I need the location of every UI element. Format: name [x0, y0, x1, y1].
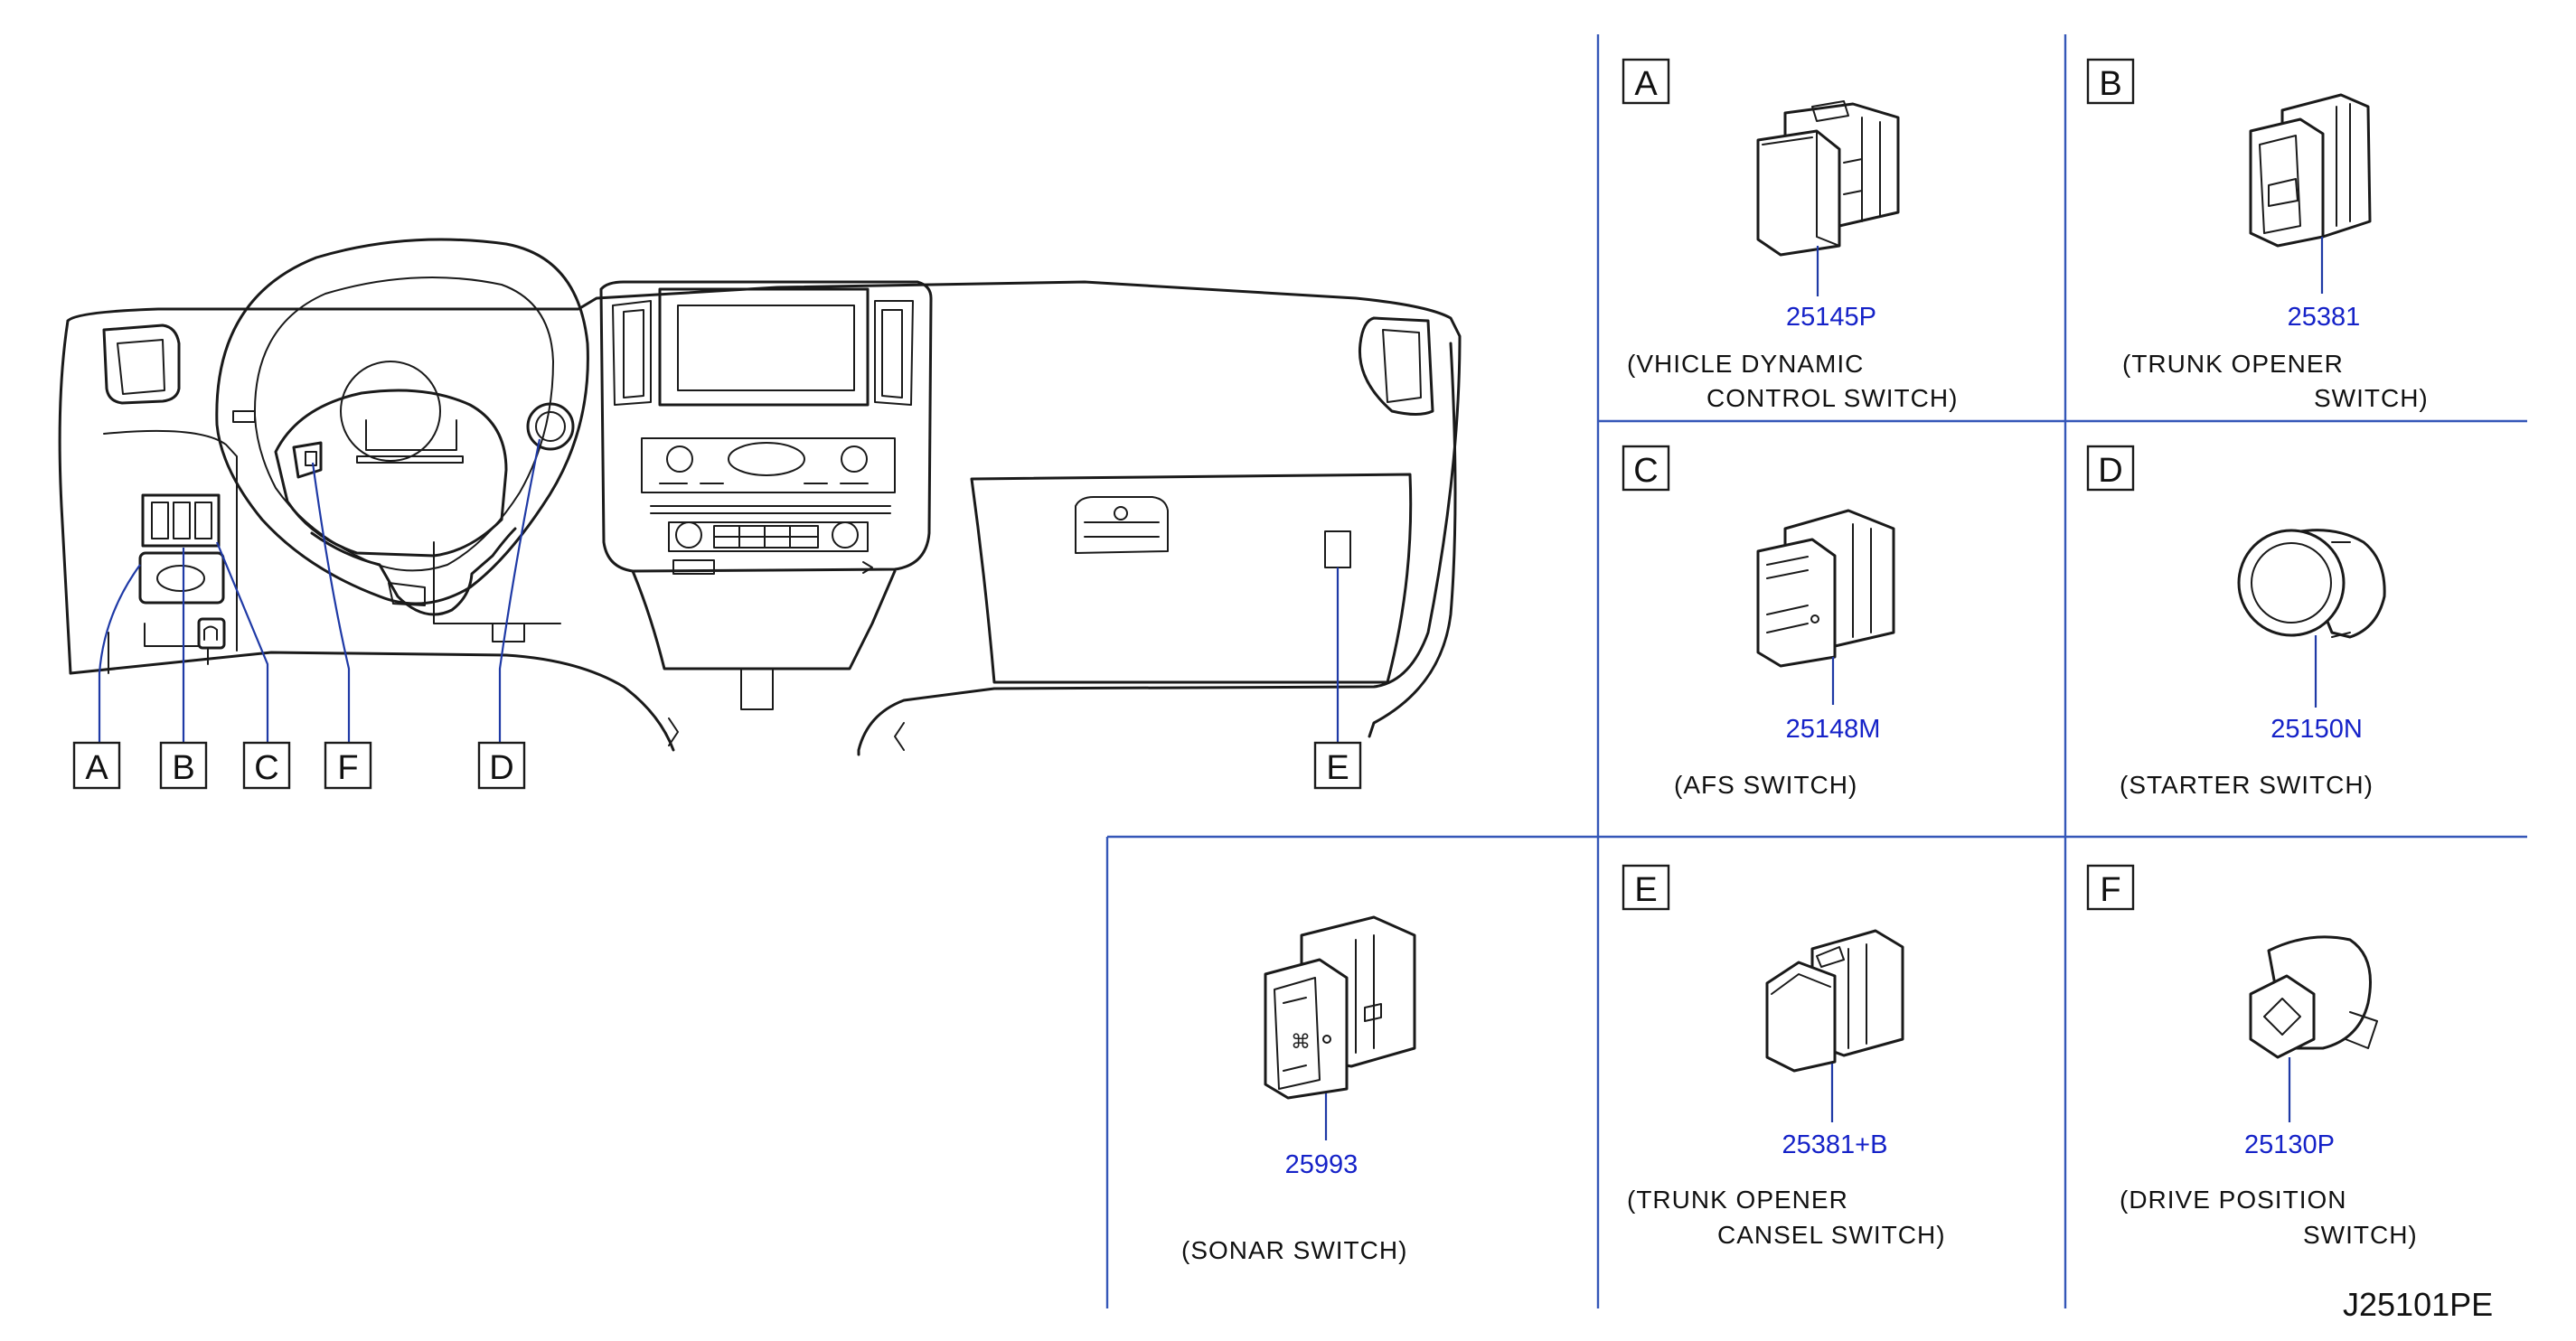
label-box-d: [477, 741, 526, 790]
panel-b-letter: B: [2099, 65, 2121, 103]
panel-e: E 25381+B (TRUNK OPENER CANSEL SWITCH): [1622, 864, 1946, 1249]
label-b: B: [172, 749, 194, 787]
panel-e-letter: E: [1634, 871, 1657, 909]
panel-a-desc-line2: CONTROL SWITCH): [1706, 384, 1958, 412]
starter-switch-part: [2237, 529, 2386, 639]
label-a: A: [85, 749, 108, 787]
panel-d-letter: D: [2098, 452, 2122, 490]
part-number-25145p: 25145P: [1786, 303, 1876, 332]
label-box-c: [242, 741, 291, 790]
panel-a-letter: A: [1634, 65, 1658, 103]
panel-a: A 25145P (VHICLE DYNAMIC CONTROL SWITCH): [1622, 58, 1958, 412]
sonar-glyph-icon: ⌘: [1291, 1031, 1311, 1054]
panel-a-desc-line1: (VHICLE DYNAMIC: [1627, 350, 1864, 378]
panel-d: D 25150N (STARTER SWITCH): [2086, 445, 2386, 799]
panel-f-letter: F: [2100, 871, 2120, 909]
label-c: C: [254, 749, 278, 787]
label-box-b: [159, 741, 208, 790]
panel-b-desc-line2: SWITCH): [2314, 384, 2429, 412]
panel-d-desc: (STARTER SWITCH): [2120, 771, 2374, 799]
panel-c: C 25148M (AFS SWITCH): [1622, 445, 1895, 799]
panel-f-desc-line1: (DRIVE POSITION: [2120, 1186, 2346, 1214]
dashboard-labels: A B C F D E: [72, 741, 1362, 790]
panel-e-desc-line2: CANSEL SWITCH): [1717, 1221, 1946, 1249]
panel-grid: [1105, 34, 2527, 1308]
label-box-e: [1313, 741, 1362, 790]
panel-c-letter: C: [1633, 452, 1658, 490]
part-number-25130p: 25130P: [2244, 1130, 2335, 1159]
part-number-25148m: 25148M: [1786, 715, 1881, 744]
panel-e-desc-line1: (TRUNK OPENER: [1627, 1186, 1848, 1214]
afs-switch-part: [1756, 509, 1895, 668]
panel-b: B 25381 (TRUNK OPENER SWITCH): [2086, 58, 2429, 412]
label-box-a: [72, 741, 121, 790]
label-f: F: [337, 749, 358, 787]
dashboard-leader-lines: [98, 438, 1340, 743]
sonar-switch-part: ⌘: [1264, 915, 1416, 1100]
panel-f: F 25130P (DRIVE POSITION SWITCH): [2086, 864, 2418, 1249]
label-box-f: [324, 741, 372, 790]
part-number-25381b: 25381+B: [1782, 1130, 1888, 1159]
drive-position-switch-part: [2249, 935, 2378, 1059]
vdc-switch-part: [1756, 100, 1900, 257]
diagram-code: J25101PE: [2343, 1286, 2493, 1323]
panel-f-desc-line2: SWITCH): [2303, 1221, 2418, 1249]
part-number-25381: 25381: [2288, 303, 2361, 332]
label-d: D: [489, 749, 513, 787]
panel-sonar-desc: (SONAR SWITCH): [1181, 1236, 1407, 1264]
part-number-25150n: 25150N: [2270, 715, 2363, 744]
panel-sonar: ⌘ 25993 (SONAR SWITCH): [1181, 915, 1416, 1264]
trunk-opener-cancel-switch-part: [1765, 929, 1904, 1073]
label-e: E: [1326, 749, 1349, 787]
part-number-25993: 25993: [1285, 1150, 1359, 1179]
dashboard-illustration: [58, 238, 1462, 756]
panel-b-desc-line1: (TRUNK OPENER: [2122, 350, 2344, 378]
panel-c-desc: (AFS SWITCH): [1674, 771, 1857, 799]
trunk-opener-switch-part: [2249, 93, 2372, 248]
